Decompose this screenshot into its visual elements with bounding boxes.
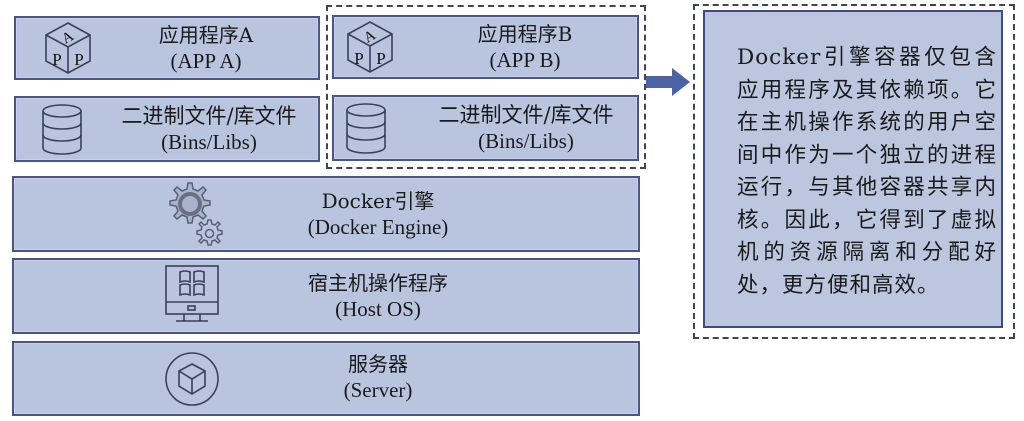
app-cube-icon: A P P xyxy=(347,21,393,73)
bins-libs-a-label: 二进制文件/库文件 (Bins/Libs) xyxy=(102,103,316,155)
app-b-layer: A P P 应用程序B (APP B) xyxy=(332,15,639,79)
cube-letter-a: A xyxy=(59,28,77,47)
host-os-title: 宿主机操作程序 xyxy=(308,271,448,295)
bins-libs-b-layer: 二进制文件/库文件 (Bins/Libs) xyxy=(332,95,639,161)
bins-libs-a-subtitle: (Bins/Libs) xyxy=(161,130,257,154)
monitor-windows-icon xyxy=(165,265,219,322)
docker-engine-subtitle: (Docker Engine) xyxy=(307,215,449,239)
note-text: Docker引擎容器仅包含应用程序及其依赖项。它在主机操作系统的用户空间中作为一… xyxy=(737,45,997,298)
app-a-label: 应用程序A (APP A) xyxy=(141,22,271,74)
container-b-group xyxy=(326,5,646,169)
host-os-subtitle: (Host OS) xyxy=(335,297,421,321)
server-title: 服务器 xyxy=(348,352,408,376)
cube-letter-p-right: P xyxy=(376,49,385,68)
host-os-layer: 宿主机操作程序 (Host OS) xyxy=(12,258,640,334)
bins-libs-b-subtitle: (Bins/Libs) xyxy=(478,129,574,153)
server-label: 服务器 (Server) xyxy=(268,351,488,403)
app-a-layer: A P P 应用程序A (APP A) xyxy=(14,16,320,80)
database-icon xyxy=(42,104,82,155)
app-b-title: 应用程序B xyxy=(477,22,573,46)
arrow-right-icon xyxy=(646,68,690,96)
app-cube-icon: A P P xyxy=(45,22,91,74)
cube-letter-p-left: P xyxy=(52,50,61,69)
bins-libs-b-label: 二进制文件/库文件 (Bins/Libs) xyxy=(416,102,636,154)
host-os-label: 宿主机操作程序 (Host OS) xyxy=(268,270,488,322)
server-layer: 服务器 (Server) xyxy=(12,341,640,416)
app-b-subtitle: (APP B) xyxy=(489,48,561,72)
database-icon xyxy=(346,103,386,154)
cube-letter-p-left: P xyxy=(354,49,363,68)
docker-engine-title: Docker引擎 xyxy=(321,189,435,213)
docker-engine-label: Docker引擎 (Docker Engine) xyxy=(268,188,488,240)
app-a-title: 应用程序A xyxy=(158,23,254,47)
server-cube-circle-icon xyxy=(165,352,219,406)
note-box: Docker引擎容器仅包含应用程序及其依赖项。它在主机操作系统的用户空间中作为一… xyxy=(703,10,1003,328)
docker-engine-layer: Docker引擎 (Docker Engine) xyxy=(12,176,640,252)
cube-letter-a: A xyxy=(361,27,379,46)
gears-icon xyxy=(169,182,223,246)
app-a-subtitle: (APP A) xyxy=(170,49,242,73)
cube-letter-p-right: P xyxy=(74,50,83,69)
bins-libs-a-layer: 二进制文件/库文件 (Bins/Libs) xyxy=(14,96,320,162)
note-dashed-frame xyxy=(693,4,1015,339)
server-subtitle: (Server) xyxy=(343,378,413,402)
bins-libs-a-title: 二进制文件/库文件 xyxy=(121,104,297,128)
bins-libs-b-title: 二进制文件/库文件 xyxy=(438,103,614,127)
app-b-label: 应用程序B (APP B) xyxy=(460,21,590,73)
